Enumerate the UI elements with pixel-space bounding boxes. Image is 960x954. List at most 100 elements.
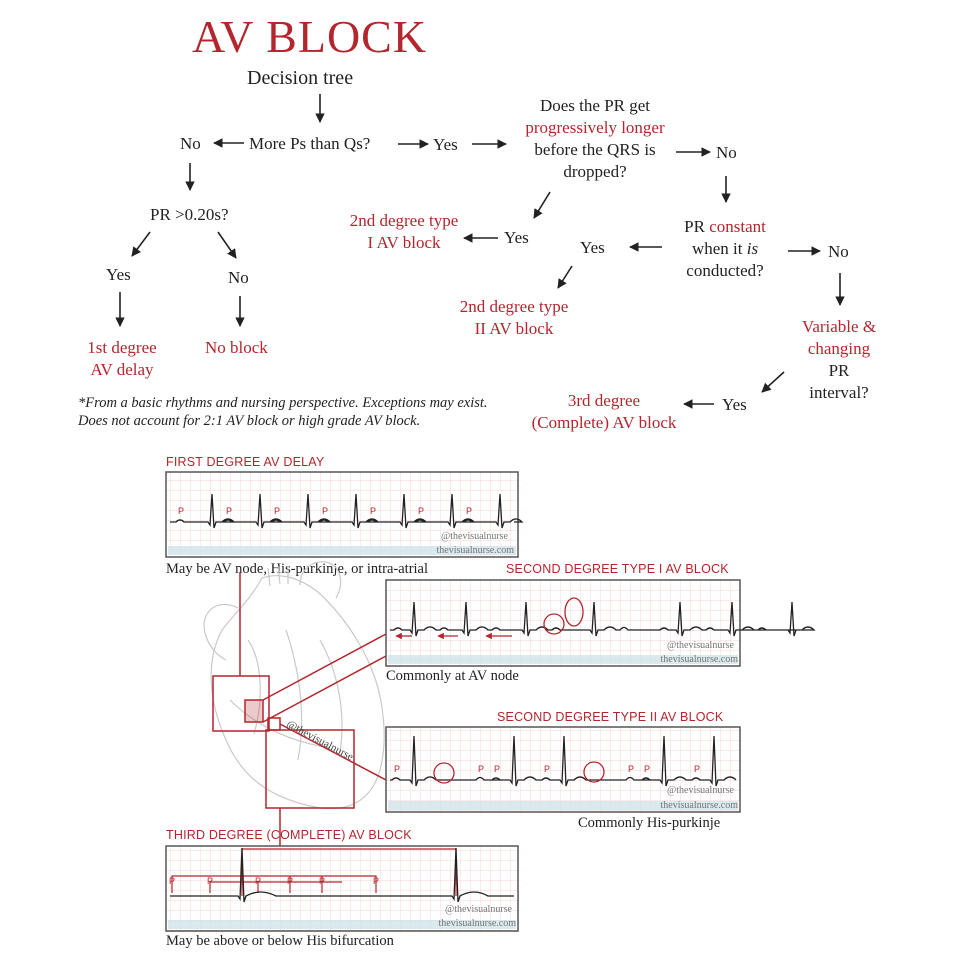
result-first-degree: 1st degree AV delay — [62, 337, 182, 381]
result-type2: 2nd degree type II AV block — [440, 296, 588, 340]
strip-type1-label: SECOND DEGREE TYPE I AV BLOCK — [506, 562, 729, 576]
question-pr-020: PR >0.20s? — [150, 205, 229, 224]
p-label: P — [494, 764, 500, 774]
p-label: P — [394, 764, 400, 774]
p-label: P — [207, 876, 213, 886]
callout-type2 — [279, 723, 387, 781]
result-type1-line1: 2nd degree type — [349, 211, 459, 230]
callout-box-ventricles — [265, 729, 355, 809]
answer-pr-no: No — [228, 268, 249, 287]
result-no-block: No block — [205, 338, 268, 357]
arrow-variable-yes — [761, 371, 785, 393]
question-variable-line3: PR — [828, 361, 850, 380]
page-title: AV BLOCK — [192, 11, 428, 62]
question-more-ps: More Ps than Qs? — [249, 134, 371, 153]
p-label: P — [466, 506, 472, 516]
answer-constant-yes: Yes — [580, 238, 605, 257]
wm-url-type2: thevisualnurse.com — [661, 800, 739, 811]
strip-type2-label: SECOND DEGREE TYPE II AV BLOCK — [497, 710, 724, 724]
footnote: *From a basic rhythms and nursing perspe… — [78, 395, 488, 429]
arrow-to-type2 — [557, 265, 573, 289]
p-label: P — [418, 506, 424, 516]
p-label: P — [255, 876, 261, 886]
question-variable: Variable & changing PR interval? — [784, 316, 894, 404]
question-variable-line2: changing — [807, 339, 871, 358]
result-first-degree-line2: AV delay — [90, 360, 154, 379]
p-label: P — [319, 876, 325, 886]
strip-third-caption: May be above or below His bifurcation — [166, 933, 394, 949]
ecg-strip-first: @thevisualnurse thevisualnurse.com — [165, 471, 524, 558]
callout-box-atrial — [212, 675, 270, 732]
question-constant-line2: when it is — [660, 238, 790, 260]
strip-first-caption: May be AV node, His-purkinje, or intra-a… — [166, 561, 429, 577]
result-type1: 2nd degree type I AV block — [330, 210, 478, 254]
question-progressive-line2: progressively longer — [525, 118, 665, 137]
strip-type1-caption: Commonly at AV node — [386, 668, 519, 684]
p-label: P — [628, 764, 634, 774]
wm-handle-first: @thevisualnurse — [441, 531, 509, 542]
p-label: P — [373, 876, 379, 886]
question-variable-line4: interval? — [809, 383, 869, 402]
result-third-line1: 3rd degree — [567, 391, 641, 410]
arrow-pr-no — [217, 231, 237, 259]
p-label: P — [478, 764, 484, 774]
question-progressive-line4: dropped? — [563, 162, 627, 181]
heart-illustration — [203, 561, 385, 810]
callout-box-his — [267, 717, 281, 731]
question-progressive-line1: Does the PR get — [539, 96, 651, 115]
p-label: P — [274, 506, 280, 516]
wm-handle-third: @thevisualnurse — [445, 904, 513, 915]
result-first-degree-line1: 1st degree — [87, 338, 157, 357]
strip-type2-caption: Commonly His-purkinje — [578, 815, 721, 831]
p-label: P — [694, 764, 700, 774]
callout-box-av-node — [244, 699, 264, 723]
question-constant: PR constant when it is conducted? — [660, 216, 790, 282]
ecg-strip-type1: @thevisualnurse thevisualnurse.com — [385, 579, 816, 667]
p-label: P — [370, 506, 376, 516]
p-label: P — [226, 506, 232, 516]
wm-url-third: thevisualnurse.com — [439, 918, 517, 929]
question-variable-line1: Variable & — [801, 317, 877, 336]
wm-handle-type2: @thevisualnurse — [667, 785, 735, 796]
wm-handle-type1: @thevisualnurse — [667, 640, 735, 651]
p-label: P — [287, 876, 293, 886]
question-constant-line1b: constant — [709, 217, 766, 236]
result-type1-line2: I AV block — [367, 233, 441, 252]
answer-pr-yes: Yes — [106, 265, 131, 284]
decision-arrows — [115, 94, 845, 409]
answer-no-left: No — [180, 134, 201, 153]
question-constant-line2a: when it — [691, 239, 743, 258]
answer-constant-no: No — [828, 242, 849, 261]
p-label: P — [644, 764, 650, 774]
ecg-strip-third: @thevisualnurse thevisualnurse.com — [165, 845, 519, 932]
question-progressive-line3: before the QRS is — [534, 140, 656, 159]
callout-lines — [212, 572, 387, 846]
result-type2-line1: 2nd degree type — [459, 297, 569, 316]
ecg-strip-type2: @thevisualnurse thevisualnurse.com — [385, 726, 741, 813]
answer-yes-mid: Yes — [433, 135, 458, 154]
callout-type1-b — [262, 655, 387, 723]
p-label: P — [322, 506, 328, 516]
wm-url-first: thevisualnurse.com — [437, 545, 515, 556]
arrow-pr-yes — [131, 231, 151, 257]
wm-url-type1: thevisualnurse.com — [661, 654, 739, 665]
page-subtitle: Decision tree — [247, 67, 354, 89]
question-constant-line2b: is — [746, 239, 759, 258]
callout-type1-a — [262, 633, 387, 701]
question-progressive: Does the PR get progressively longer bef… — [500, 95, 690, 183]
heart-watermark: @thevisualnurse — [285, 718, 356, 763]
p-label: P — [544, 764, 550, 774]
strip-third-label: THIRD DEGREE (COMPLETE) AV BLOCK — [166, 828, 412, 842]
question-constant-line1a: PR — [684, 217, 705, 236]
result-third-degree: 3rd degree (Complete) AV block — [514, 390, 694, 434]
question-constant-line3: conducted? — [686, 261, 764, 280]
p-label: P — [169, 876, 175, 886]
answer-progressive-yes: Yes — [504, 228, 529, 247]
result-third-line2: (Complete) AV block — [531, 413, 677, 432]
question-constant-line1: PR constant — [660, 216, 790, 238]
p-label: P — [178, 506, 184, 516]
answer-variable-yes: Yes — [722, 395, 747, 414]
strip-first-label: FIRST DEGREE AV DELAY — [166, 455, 325, 469]
